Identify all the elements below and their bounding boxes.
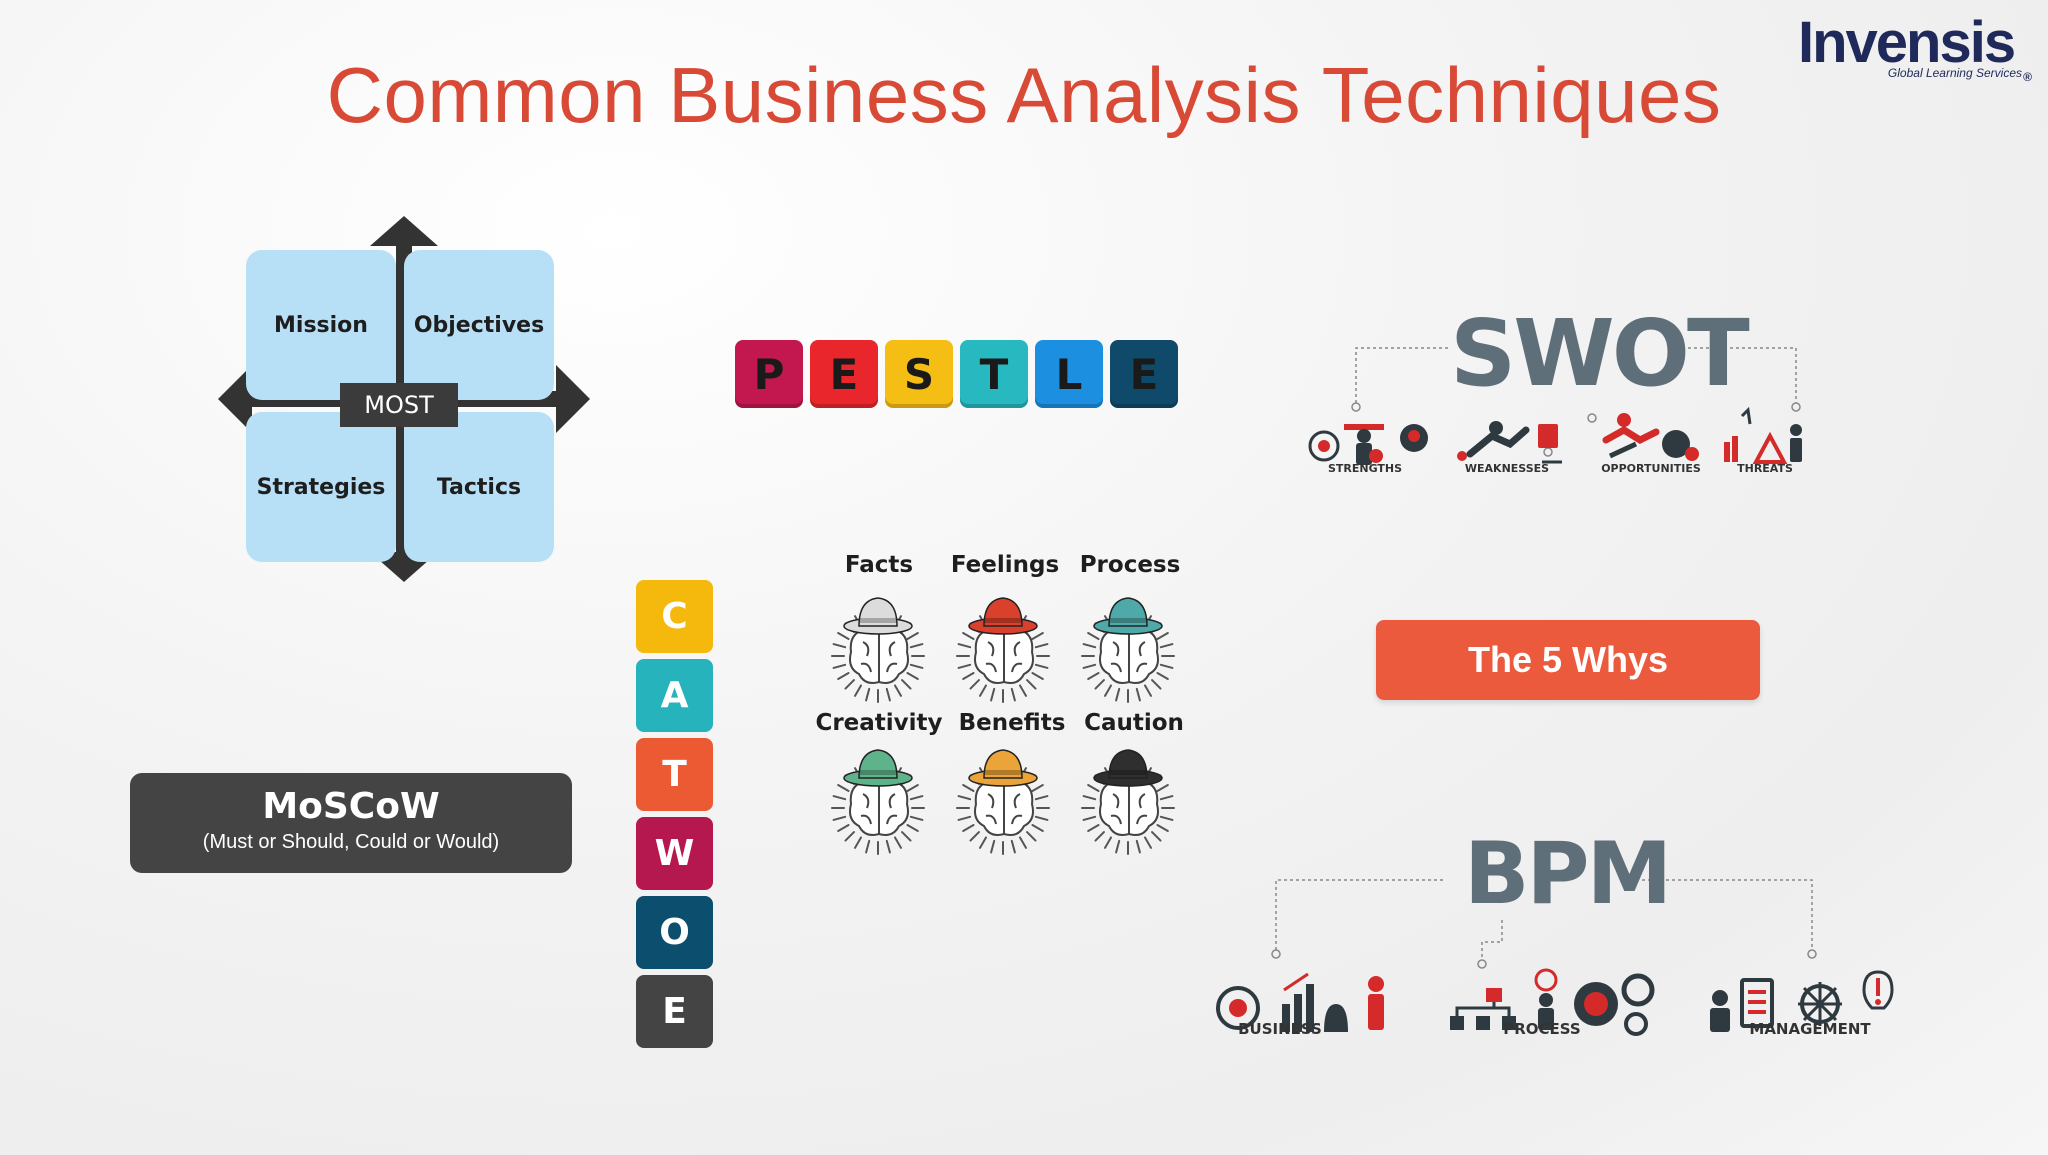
management-icon bbox=[1710, 970, 1894, 1032]
business-icon bbox=[1216, 972, 1384, 1032]
swot-title: SWOT bbox=[1450, 300, 1750, 407]
black-hat-brain-icon bbox=[1081, 749, 1175, 855]
catwoe-letter-t: T bbox=[636, 738, 713, 811]
catwoe-letter-c: C bbox=[636, 580, 713, 653]
bpm-block: BPM BUSINESS PROCESS bbox=[1190, 824, 1900, 1050]
swot-connector-lines bbox=[1351, 347, 1801, 457]
bpm-business-label: BUSINESS bbox=[1238, 1020, 1322, 1038]
threats-icon bbox=[1724, 406, 1802, 464]
strengths-icon bbox=[1308, 424, 1428, 465]
most-strategies: Strategies bbox=[246, 412, 396, 562]
most-tactics: Tactics bbox=[404, 412, 554, 562]
five-whys-box: The 5 Whys bbox=[1376, 620, 1760, 700]
weaknesses-icon bbox=[1457, 421, 1562, 464]
bpm-process-label: PROCESS bbox=[1503, 1020, 1581, 1038]
opportunities-icon bbox=[1602, 413, 1699, 461]
hat-label-facts: Facts bbox=[844, 552, 914, 578]
most-diagram: Mission Objectives Strategies Tactics MO… bbox=[218, 216, 590, 582]
most-center-label: MOST bbox=[340, 383, 458, 427]
most-mission: Mission bbox=[246, 250, 396, 400]
catwoe-letter-o: O bbox=[636, 896, 713, 969]
hat-label-creativity: Creativity bbox=[815, 710, 943, 736]
swot-threats-label: THREATS bbox=[1737, 462, 1793, 475]
yellow-hat-brain-icon bbox=[956, 749, 1050, 855]
hat-label-feelings: Feelings bbox=[950, 552, 1060, 578]
catwoe-letter-w: W bbox=[636, 817, 713, 890]
catwoe-letter-e: E bbox=[636, 975, 713, 1048]
pestle-letter-e2: E bbox=[1110, 340, 1178, 408]
most-objectives: Objectives bbox=[404, 250, 554, 400]
page-title: Common Business Analysis Techniques bbox=[326, 51, 1722, 139]
hat-label-process: Process bbox=[1079, 552, 1181, 578]
bpm-connector-lines bbox=[1271, 879, 1817, 969]
logo-wordmark: Invensis bbox=[1798, 10, 2016, 75]
process-icon bbox=[1450, 968, 1655, 1036]
red-hat-brain-icon bbox=[956, 597, 1050, 703]
swot-block: SWOT STRENGTHS WEAKNESSES OPPORTUNITIES bbox=[1300, 300, 1820, 480]
pestle-letter-l: L bbox=[1035, 340, 1103, 408]
bpm-title: BPM bbox=[1464, 824, 1672, 924]
pestle-letter-p: P bbox=[735, 340, 803, 408]
pestle-letter-t: T bbox=[960, 340, 1028, 408]
moscow-subtitle: (Must or Should, Could or Would) bbox=[202, 831, 500, 853]
hat-label-caution: Caution bbox=[1084, 710, 1184, 736]
green-hat-brain-icon bbox=[831, 749, 925, 855]
moscow-title: MoSCoW bbox=[262, 786, 440, 827]
invensis-logo: Invensis® Global Learning Services bbox=[1798, 14, 2032, 85]
logo-tagline: Global Learning Services bbox=[1887, 66, 2022, 80]
moscow-box: MoSCoW (Must or Should, Could or Would) bbox=[130, 773, 572, 873]
white-hat-brain-icon bbox=[831, 597, 925, 703]
pestle-letter-e: E bbox=[810, 340, 878, 408]
swot-weaknesses-label: WEAKNESSES bbox=[1464, 462, 1550, 475]
logo-registered-mark: ® bbox=[2023, 70, 2032, 84]
blue-hat-brain-icon bbox=[1081, 597, 1175, 703]
catwoe-letter-a: A bbox=[636, 659, 713, 732]
bpm-management-label: MANAGEMENT bbox=[1749, 1020, 1871, 1038]
hat-label-benefits: Benefits bbox=[958, 710, 1066, 736]
swot-opportunities-label: OPPORTUNITIES bbox=[1601, 462, 1701, 475]
pestle-letter-s: S bbox=[885, 340, 953, 408]
swot-strengths-label: STRENGTHS bbox=[1327, 462, 1403, 475]
